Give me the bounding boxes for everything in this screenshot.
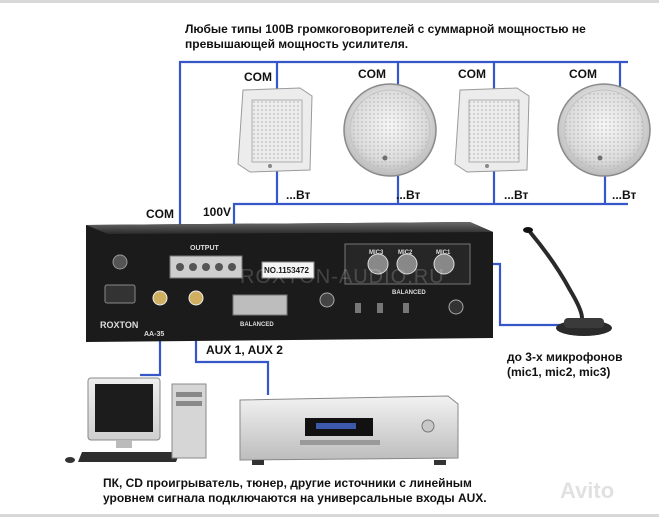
fuse-holder <box>112 254 128 270</box>
com-bus-wire <box>178 60 628 258</box>
speaker-4-watt-label: ...Вт <box>612 188 637 202</box>
amp-brand-logo: ROXTON <box>100 320 139 330</box>
speaker-2-com-label: COM <box>358 67 386 81</box>
mic1-xlr <box>433 253 455 275</box>
box-speaker-1 <box>237 87 313 173</box>
amp-balanced-label-2: BALANCED <box>240 322 274 328</box>
aux-label: AUX 1, AUX 2 <box>206 343 283 357</box>
amplifier <box>86 222 493 342</box>
speaker-1-watt-label: ...Вт <box>286 188 311 202</box>
switch-3 <box>403 303 409 313</box>
volume-knob <box>448 299 464 315</box>
avito-watermark: Avito <box>560 478 615 503</box>
aux1-jack <box>152 290 168 306</box>
balanced-terminal <box>232 294 288 316</box>
amp-serial-label: NO.1153472 <box>264 266 309 275</box>
heading-line-1: Любые типы 100В громкоговорителей с сумм… <box>185 22 586 36</box>
amp-mic2-label: MIC2 <box>398 250 413 256</box>
amp-balanced-label: BALANCED <box>392 290 426 296</box>
speaker-3-com-label: COM <box>458 67 486 81</box>
mic-line-1: до 3-х микрофонов <box>507 350 623 364</box>
speaker-4-com-label: COM <box>569 67 597 81</box>
mic-line-2: (mic1, mic2, mic3) <box>507 365 611 379</box>
heading-line-2: превышающей мощность усилителя. <box>185 37 409 51</box>
speaker-3-watt-label: ...Вт <box>504 188 529 202</box>
speaker-2-watt-label: ...Вт <box>396 188 421 202</box>
amp-watermark: ROXTON-AUDIO.RU <box>240 266 445 288</box>
amp-com-label: COM <box>146 207 174 221</box>
amp-100v-label: 100V <box>203 205 232 219</box>
gooseneck-microphone <box>523 227 612 336</box>
amp-mic1-label: MIC1 <box>436 250 451 256</box>
ceiling-speaker-1 <box>343 83 437 177</box>
switch-2 <box>377 303 383 313</box>
power-socket <box>104 284 136 304</box>
mic3-xlr <box>367 253 389 275</box>
top-border <box>0 0 659 3</box>
ground-screw <box>319 292 335 308</box>
box-speaker-2 <box>454 87 530 173</box>
speaker-1-com-label: COM <box>244 70 272 84</box>
aux2-jack <box>188 290 204 306</box>
bottom-border <box>0 514 659 517</box>
amp-output-label: OUTPUT <box>190 245 219 252</box>
mic2-xlr <box>396 253 418 275</box>
ceiling-speaker-2 <box>557 83 651 177</box>
serial-sticker <box>261 261 315 279</box>
amp-mic3-label: MIC3 <box>369 250 384 256</box>
amp-model-label: AA-35 <box>144 331 165 338</box>
sources-line-1: ПК, CD проигрыватель, тюнер, другие исто… <box>103 476 472 490</box>
switch-1 <box>355 303 361 313</box>
pc-computer <box>65 377 207 463</box>
sources-line-2: уровнем сигнала подключаются на универса… <box>103 491 487 505</box>
cd-player <box>239 395 459 465</box>
